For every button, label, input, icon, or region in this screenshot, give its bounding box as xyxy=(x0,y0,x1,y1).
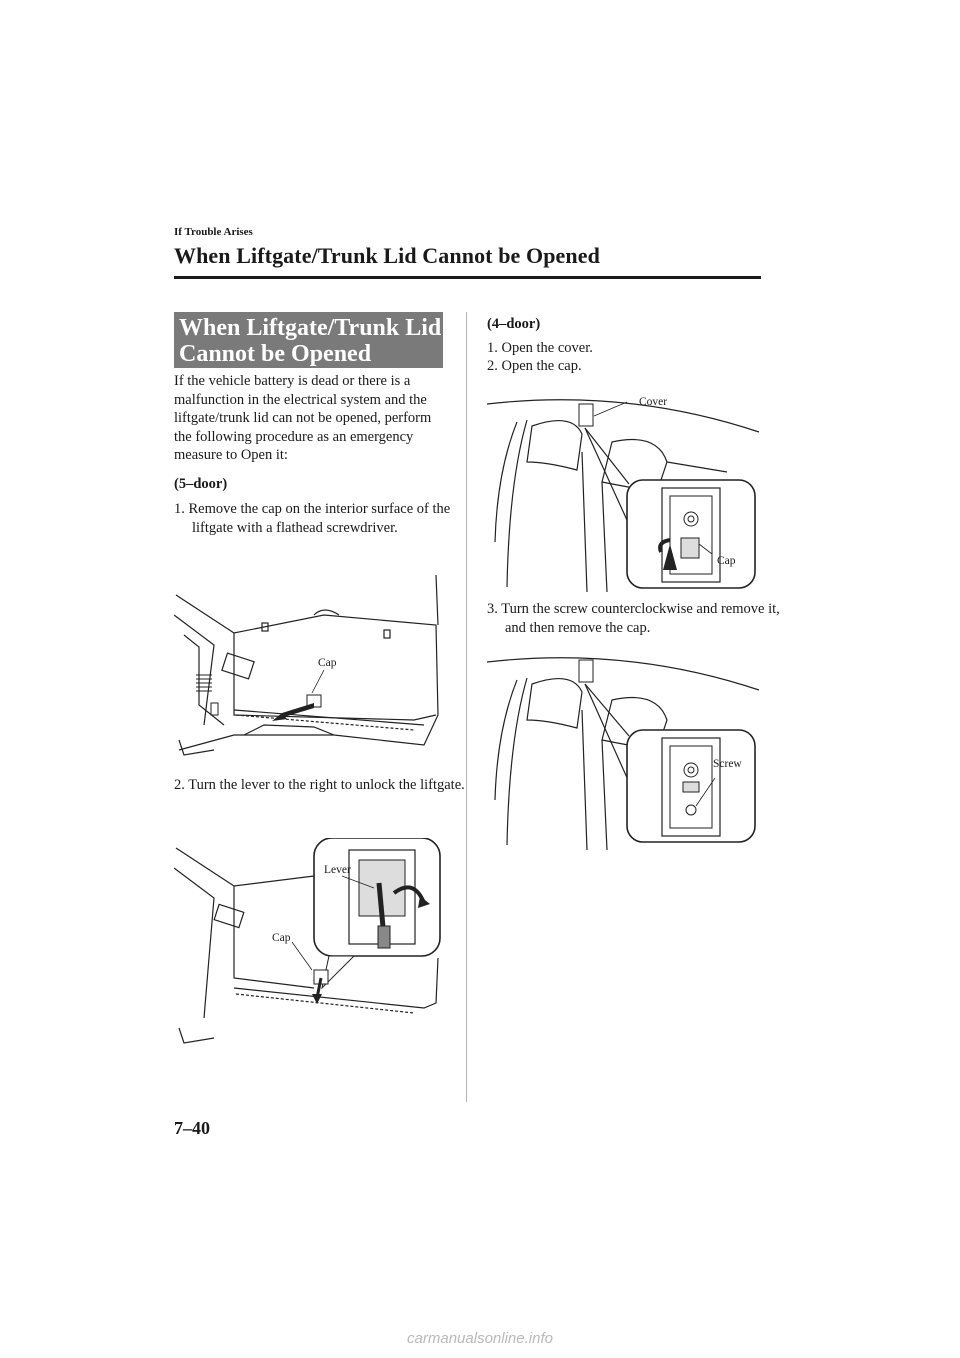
liftgate-illustration xyxy=(173,574,439,756)
five-door-step-2: 2. Turn the lever to the right to unlock… xyxy=(174,777,465,793)
four-door-step-2: 2. Open the cap. xyxy=(487,358,582,374)
figure-liftgate-cap: Cap xyxy=(173,574,444,765)
figure-seat-cover: Cover Cap xyxy=(486,392,762,593)
watermark[interactable]: carmanualsonline.info xyxy=(407,1330,553,1347)
screw-illustration xyxy=(486,657,760,851)
screw-callout: Screw xyxy=(713,758,742,770)
five-door-step-1: 1. Remove the cap on the interior surfac… xyxy=(174,501,451,536)
five-door-subhead: (5–door) xyxy=(174,476,228,492)
four-door-step-1: 1. Open the cover. xyxy=(487,340,593,356)
heading-line-2: Cannot be Opened xyxy=(179,341,372,367)
lever-illustration xyxy=(173,837,441,1044)
figure-screw: Screw xyxy=(486,650,762,851)
title-rule xyxy=(174,276,761,279)
four-door-subhead: (4–door) xyxy=(487,316,541,332)
heading-line-1: When Liftgate/Trunk Lid xyxy=(179,315,442,341)
section-label: If Trouble Arises xyxy=(174,226,253,238)
cap-callout-2: Cap xyxy=(272,932,291,944)
cover-callout: Cover xyxy=(639,396,668,408)
page-title: When Liftgate/Trunk Lid Cannot be Opened xyxy=(174,243,600,268)
cap-callout: Cap xyxy=(318,657,337,669)
section-heading-box: When Liftgate/Trunk Lid Cannot be Opened xyxy=(174,312,443,368)
lever-callout: Lever xyxy=(324,864,351,876)
cap-callout-3: Cap xyxy=(717,555,736,567)
page-number: 7–40 xyxy=(174,1118,210,1138)
seat-cover-illustration xyxy=(486,399,760,593)
four-door-step-3: 3. Turn the screw counterclockwise and r… xyxy=(487,601,780,636)
figure-liftgate-lever: Lever Cap xyxy=(173,837,444,1048)
intro-paragraph: If the vehicle battery is dead or there … xyxy=(174,373,432,463)
column-divider xyxy=(466,312,467,1102)
